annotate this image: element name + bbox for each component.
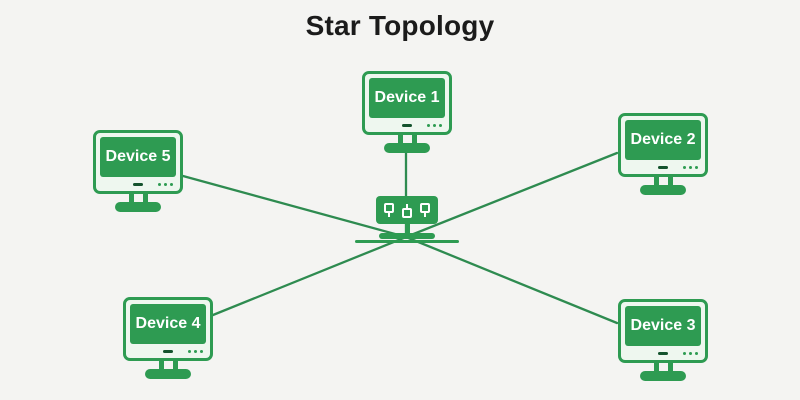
monitor-button xyxy=(658,352,668,355)
device-label: Device 2 xyxy=(630,131,696,148)
monitor-base xyxy=(384,143,430,153)
page-title: Star Topology xyxy=(305,10,495,41)
monitor-screen: Device 3 xyxy=(625,306,701,346)
ethernet-port-icon xyxy=(384,202,395,218)
monitor-stand xyxy=(93,194,183,202)
connection-device5-hub xyxy=(181,174,408,239)
monitor-base xyxy=(145,369,191,379)
monitor-dots-icon xyxy=(427,124,442,127)
connection-device3-hub xyxy=(404,235,619,325)
monitor-dots-icon xyxy=(188,350,203,353)
monitor-icon: Device 4 xyxy=(123,297,213,361)
monitor-base xyxy=(640,371,686,381)
hub-base xyxy=(379,233,435,239)
monitor-stand xyxy=(618,363,708,371)
monitor-screen: Device 1 xyxy=(369,78,445,118)
connection-device2-hub xyxy=(404,151,619,239)
monitor-button xyxy=(658,166,668,169)
monitor-button xyxy=(133,183,143,186)
hub-stand xyxy=(404,224,410,234)
monitor-icon: Device 1 xyxy=(362,71,452,135)
monitor-stand xyxy=(362,135,452,143)
device-node-1: Device 1 xyxy=(362,71,452,153)
monitor-stand xyxy=(123,361,213,369)
monitor-dots-icon xyxy=(683,352,698,355)
monitor-button xyxy=(163,350,173,353)
monitor-base xyxy=(640,185,686,195)
device-label: Device 1 xyxy=(374,89,440,106)
ethernet-port-icon xyxy=(420,202,431,218)
device-node-2: Device 2 xyxy=(618,113,708,195)
monitor-button xyxy=(402,124,412,127)
monitor-base xyxy=(115,202,161,212)
monitor-stand xyxy=(618,177,708,185)
hub-switch-icon xyxy=(376,196,438,224)
connection-device4-hub xyxy=(211,235,408,317)
monitor-dots-icon xyxy=(683,166,698,169)
device-label: Device 5 xyxy=(105,148,171,165)
ethernet-port-icon xyxy=(402,203,413,218)
monitor-screen: Device 5 xyxy=(100,137,176,177)
monitor-screen: Device 4 xyxy=(130,304,206,344)
hub-foot xyxy=(355,240,459,243)
hub-node xyxy=(355,196,459,243)
device-node-5: Device 5 xyxy=(93,130,183,212)
device-label: Device 4 xyxy=(135,315,201,332)
monitor-icon: Device 5 xyxy=(93,130,183,194)
device-label: Device 3 xyxy=(630,317,696,334)
monitor-dots-icon xyxy=(158,183,173,186)
device-node-3: Device 3 xyxy=(618,299,708,381)
monitor-icon: Device 2 xyxy=(618,113,708,177)
device-node-4: Device 4 xyxy=(123,297,213,379)
monitor-screen: Device 2 xyxy=(625,120,701,160)
monitor-icon: Device 3 xyxy=(618,299,708,363)
